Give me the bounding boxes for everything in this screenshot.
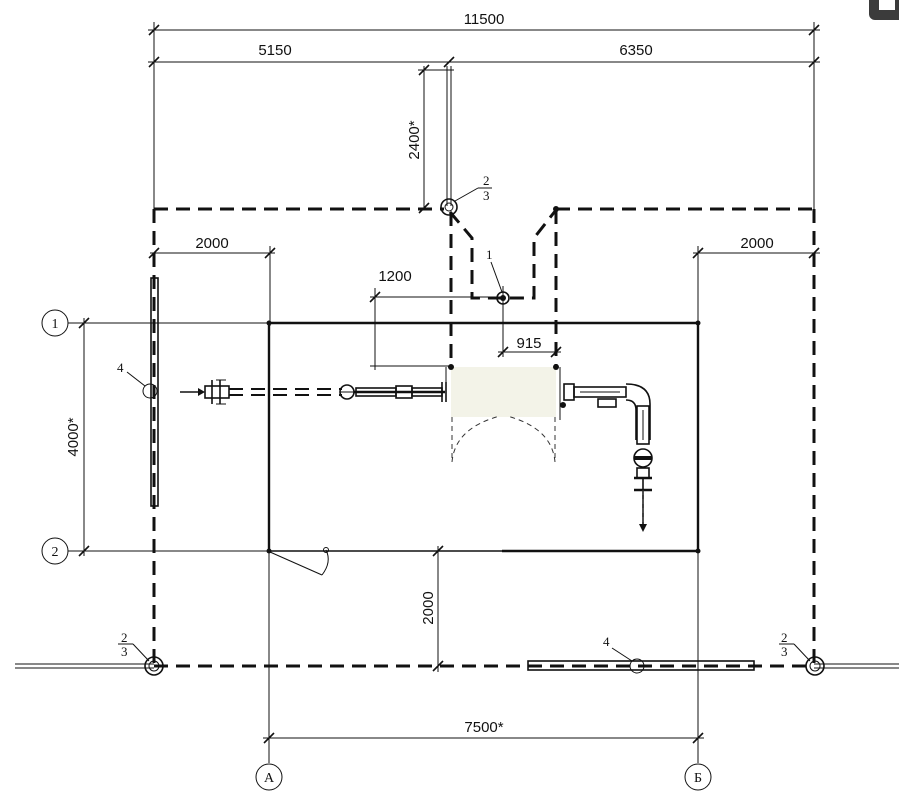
- grid-axis-1: 1: [41, 309, 269, 337]
- grid-axis-2: 2: [41, 537, 269, 565]
- dimension-split-width: 5150 6350: [148, 42, 820, 68]
- label-item-3-left: 3: [121, 644, 128, 659]
- dimension-left-2000: 2000: [148, 235, 276, 326]
- double-door-dashed: [451, 415, 556, 463]
- dim-915: 915: [516, 335, 541, 352]
- callout-item-1: 1: [486, 247, 510, 312]
- vertical-pipe-riser: [446, 66, 452, 206]
- dim-left-2000: 2000: [195, 235, 228, 252]
- dimension-1200: 1200: [369, 268, 505, 370]
- axis-label-2: 2: [52, 545, 59, 560]
- dimension-right-2000: 2000: [692, 235, 820, 326]
- dim-5150: 5150: [258, 42, 291, 59]
- callout-item-2-3-top: 2 3: [440, 173, 492, 216]
- building-outline: [266, 320, 701, 554]
- label-item-2-top: 2: [483, 173, 490, 188]
- dimension-7500: 7500*: [263, 551, 704, 763]
- dimension-915: 915: [497, 306, 562, 358]
- label-item-2-right: 2: [781, 630, 788, 645]
- label-item-4-bottom: 4: [603, 634, 610, 649]
- piping-right: [563, 383, 653, 532]
- dim-2400: 2400*: [406, 120, 423, 159]
- bottom-pipe-line: [15, 663, 899, 669]
- dimension-bottom-2000: 2000: [420, 545, 444, 672]
- label-item-1: 1: [486, 247, 493, 262]
- callout-item-2-3-right: 2 3: [779, 630, 825, 676]
- dim-1200: 1200: [378, 268, 411, 285]
- dim-7500: 7500*: [464, 719, 503, 736]
- axis-label-a: А: [264, 771, 275, 786]
- axis-label-b: Б: [694, 771, 702, 786]
- dim-6350: 6350: [619, 42, 652, 59]
- label-item-4-left: 4: [117, 360, 124, 375]
- piping-left: [180, 379, 447, 405]
- equipment-block: [445, 364, 566, 420]
- dim-4000: 4000*: [65, 417, 82, 456]
- grid-axis-a: А: [255, 763, 283, 791]
- pit-outline-dashed: [448, 209, 558, 365]
- bottom-horizontal-element-4: 4: [527, 634, 755, 674]
- callout-item-2-3-left: 2 3: [118, 630, 164, 676]
- grid-axis-b: Б: [684, 763, 712, 791]
- dimension-total-width: 11500: [148, 11, 820, 40]
- outer-boundary-dashed: [152, 207, 816, 668]
- label-item-3-top: 3: [483, 188, 490, 203]
- dimension-2400: 2400*: [406, 64, 454, 214]
- door-swing: [269, 547, 329, 576]
- left-vertical-element-4: 4: [117, 277, 159, 507]
- axis-label-1: 1: [52, 317, 59, 332]
- label-item-2-left: 2: [121, 630, 128, 645]
- dim-bottom-2000: 2000: [420, 591, 437, 624]
- dimension-4000: 4000*: [65, 317, 90, 557]
- label-item-3-right: 3: [781, 644, 788, 659]
- dim-11500: 11500: [464, 11, 505, 28]
- dim-right-2000: 2000: [740, 235, 773, 252]
